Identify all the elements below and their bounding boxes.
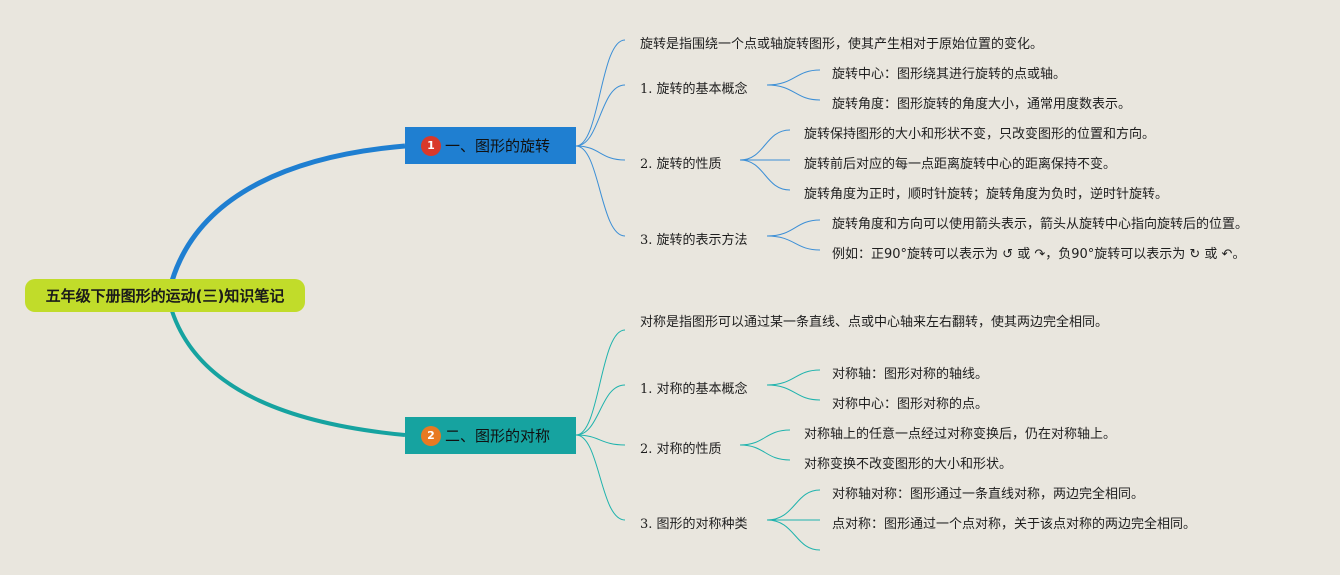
rotation-sub-1-title: 1. 旋转的基本概念 — [640, 82, 748, 97]
branch-rotation[interactable]: 1 一、图形的旋转 — [405, 127, 576, 164]
symmetry-sub-2-item-2: 对称变换不改变图形的大小和形状。 — [804, 457, 1013, 472]
rotation-sub-3-item-1: 旋转角度和方向可以使用箭头表示，箭头从旋转中心指向旋转后的位置。 — [832, 217, 1249, 232]
priority-2-icon: 2 — [421, 425, 441, 446]
symmetry-sub-3-item-2: 点对称：图形通过一个点对称，关于该点对称的两边完全相同。 — [832, 517, 1197, 532]
rotation-sub-3-item-2: 例如：正90°旋转可以表示为 ↺ 或 ↷，负90°旋转可以表示为 ↻ 或 ↶。 — [832, 247, 1246, 262]
rotation-sub-2-item-1: 旋转保持图形的大小和形状不变，只改变图形的位置和方向。 — [804, 127, 1156, 142]
rotation-sub-2-item-2: 旋转前后对应的每一点距离旋转中心的距离保持不变。 — [804, 157, 1117, 172]
symmetry-branch-lines — [575, 329, 821, 551]
symmetry-sub-3-item-1: 对称轴对称：图形通过一条直线对称，两边完全相同。 — [832, 487, 1145, 502]
rotation-intro: 旋转是指围绕一个点或轴旋转图形，使其产生相对于原始位置的变化。 — [640, 37, 1044, 52]
branch-symmetry-title: 二、图形的对称 — [445, 427, 551, 445]
symmetry-intro: 对称是指图形可以通过某一条直线、点或中心轴来左右翻转，使其两边完全相同。 — [640, 315, 1109, 330]
root-to-rotation-line — [169, 143, 406, 282]
symmetry-sub-3-title: 3. 图形的对称种类 — [640, 517, 748, 532]
symmetry-sub-1-title: 1. 对称的基本概念 — [640, 382, 748, 397]
rotation-sub-2-item-3: 旋转角度为正时，顺时针旋转；旋转角度为负时，逆时针旋转。 — [804, 187, 1169, 202]
symmetry-sub-1-item-2: 对称中心：图形对称的点。 — [832, 397, 989, 412]
rotation-sub-1-item-1: 旋转中心：图形绕其进行旋转的点或轴。 — [832, 67, 1067, 82]
root-title: 五年级下册图形的运动(三)知识笔记 — [45, 287, 285, 305]
priority-1-icon: 1 — [421, 135, 441, 156]
rotation-sub-2-title: 2. 旋转的性质 — [640, 157, 722, 172]
root-topic[interactable]: 五年级下册图形的运动(三)知识笔记 — [25, 279, 305, 312]
symmetry-sub-2-item-1: 对称轴上的任意一点经过对称变换后，仍在对称轴上。 — [804, 427, 1117, 442]
branch-symmetry[interactable]: 2 二、图形的对称 — [405, 417, 576, 454]
rotation-sub-1-item-2: 旋转角度：图形旋转的角度大小，通常用度数表示。 — [832, 97, 1132, 112]
root-to-symmetry-line — [170, 310, 406, 437]
rotation-sub-3-title: 3. 旋转的表示方法 — [640, 233, 748, 248]
symmetry-sub-1-item-1: 对称轴：图形对称的轴线。 — [832, 367, 989, 382]
branch-rotation-title: 一、图形的旋转 — [445, 137, 551, 155]
symmetry-sub-2-title: 2. 对称的性质 — [640, 442, 722, 457]
rotation-branch-lines — [575, 39, 821, 251]
